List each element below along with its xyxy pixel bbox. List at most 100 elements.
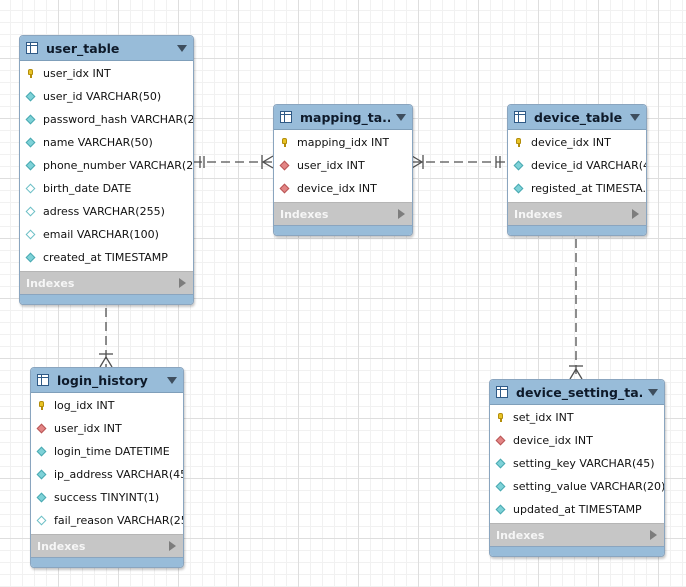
table-name: login_history: [57, 372, 148, 388]
column-name: user_idx INT: [43, 67, 111, 80]
column-not-null-icon: [496, 459, 505, 468]
crowfoot-mark: [569, 367, 583, 380]
table-header[interactable]: user_table: [20, 36, 193, 61]
table-header[interactable]: device_setting_ta...: [490, 380, 664, 405]
column-name: device_idx INT: [513, 434, 593, 447]
table-icon: [26, 42, 38, 54]
column-row[interactable]: login_time DATETIME: [31, 440, 183, 463]
column-row[interactable]: ip_address VARCHAR(45): [31, 463, 183, 486]
column-row[interactable]: created_at TIMESTAMP: [20, 246, 193, 269]
column-name: success TINYINT(1): [54, 491, 160, 504]
column-row[interactable]: device_id VARCHAR(4...: [508, 154, 646, 177]
column-row[interactable]: updated_at TIMESTAMP: [490, 498, 664, 521]
column-row[interactable]: device_idx INT: [274, 177, 412, 200]
primary-key-icon: [37, 401, 46, 410]
collapse-caret-icon[interactable]: [167, 376, 177, 384]
collapse-caret-icon[interactable]: [630, 113, 640, 121]
indexes-section[interactable]: Indexes: [274, 202, 412, 225]
indexes-label: Indexes: [26, 276, 75, 290]
table-footer: [274, 225, 412, 235]
column-row[interactable]: name VARCHAR(50): [20, 131, 193, 154]
collapse-caret-icon[interactable]: [177, 44, 187, 52]
column-not-null-icon: [26, 253, 35, 262]
column-name: setting_key VARCHAR(45): [513, 457, 655, 470]
column-not-null-icon: [37, 470, 46, 479]
column-not-null-icon: [26, 161, 35, 170]
column-not-null-icon: [37, 493, 46, 502]
column-row[interactable]: user_idx INT: [20, 62, 193, 85]
expand-arrow-icon[interactable]: [398, 209, 405, 219]
column-name: user_idx INT: [54, 422, 122, 435]
column-name: login_time DATETIME: [54, 445, 170, 458]
column-row[interactable]: setting_value VARCHAR(20): [490, 475, 664, 498]
column-name: user_id VARCHAR(50): [43, 90, 162, 103]
column-row[interactable]: setting_key VARCHAR(45): [490, 452, 664, 475]
table-user-table[interactable]: user_table user_idx INT user_id VARCHAR(5…: [19, 35, 194, 305]
column-row[interactable]: phone_number VARCHAR(20): [20, 154, 193, 177]
primary-key-icon: [514, 138, 523, 147]
indexes-section[interactable]: Indexes: [508, 202, 646, 225]
table-name: device_table: [534, 109, 623, 125]
column-list: log_idx INT user_idx INT login_time DATETI…: [31, 393, 183, 534]
column-name: log_idx INT: [54, 399, 115, 412]
column-row[interactable]: user_idx INT: [31, 417, 183, 440]
column-row[interactable]: device_idx INT: [508, 131, 646, 154]
column-name: password_hash VARCHAR(255): [43, 113, 193, 126]
column-list: mapping_idx INT user_idx INT device_idx IN…: [274, 130, 412, 202]
expand-arrow-icon[interactable]: [179, 278, 186, 288]
column-not-null-icon: [37, 447, 46, 456]
column-row[interactable]: log_idx INT: [31, 394, 183, 417]
table-device-setting-table[interactable]: device_setting_ta... set_idx INT device_i…: [489, 379, 665, 557]
table-footer: [31, 557, 183, 567]
crowfoot-mark: [261, 155, 274, 169]
expand-arrow-icon[interactable]: [169, 541, 176, 551]
column-row[interactable]: fail_reason VARCHAR(25...: [31, 509, 183, 532]
column-row[interactable]: success TINYINT(1): [31, 486, 183, 509]
indexes-section[interactable]: Indexes: [20, 271, 193, 294]
indexes-section[interactable]: Indexes: [31, 534, 183, 557]
relationship-user-mapping[interactable]: [193, 155, 274, 169]
column-row[interactable]: adress VARCHAR(255): [20, 200, 193, 223]
column-name: device_idx INT: [297, 182, 377, 195]
column-name: email VARCHAR(100): [43, 228, 159, 241]
column-row[interactable]: device_idx INT: [490, 429, 664, 452]
column-row[interactable]: mapping_idx INT: [274, 131, 412, 154]
table-name: mapping_ta...: [300, 109, 390, 125]
column-list: user_idx INT user_id VARCHAR(50) password_…: [20, 61, 193, 271]
relationship-device-setting[interactable]: [569, 225, 583, 380]
column-row[interactable]: email VARCHAR(100): [20, 223, 193, 246]
expand-arrow-icon[interactable]: [632, 209, 639, 219]
column-name: name VARCHAR(50): [43, 136, 153, 149]
table-footer: [490, 546, 664, 556]
table-header[interactable]: mapping_ta...: [274, 105, 412, 130]
column-name: user_idx INT: [297, 159, 365, 172]
crowfoot-mark: [411, 155, 424, 169]
column-row[interactable]: user_id VARCHAR(50): [20, 85, 193, 108]
primary-key-icon: [26, 69, 35, 78]
expand-arrow-icon[interactable]: [650, 530, 657, 540]
collapse-caret-icon[interactable]: [648, 388, 658, 396]
column-row[interactable]: set_idx INT: [490, 406, 664, 429]
table-header[interactable]: login_history: [31, 368, 183, 393]
foreign-key-icon: [496, 436, 505, 445]
column-name: adress VARCHAR(255): [43, 205, 165, 218]
collapse-caret-icon[interactable]: [396, 113, 406, 121]
relationship-device-mapping[interactable]: [411, 155, 507, 169]
table-icon: [280, 111, 292, 123]
column-row[interactable]: birth_date DATE: [20, 177, 193, 200]
column-name: set_idx INT: [513, 411, 574, 424]
column-not-null-icon: [496, 482, 505, 491]
table-header[interactable]: device_table: [508, 105, 646, 130]
table-mapping-table[interactable]: mapping_ta... mapping_idx INT user_idx IN…: [273, 104, 413, 236]
column-row[interactable]: user_idx INT: [274, 154, 412, 177]
column-name: phone_number VARCHAR(20): [43, 159, 193, 172]
indexes-label: Indexes: [514, 207, 563, 221]
table-name: user_table: [46, 40, 120, 56]
column-list: set_idx INT device_idx INT setting_key VAR…: [490, 405, 664, 523]
indexes-section[interactable]: Indexes: [490, 523, 664, 546]
column-row[interactable]: registed_at TIMESTA...: [508, 177, 646, 200]
column-row[interactable]: password_hash VARCHAR(255): [20, 108, 193, 131]
